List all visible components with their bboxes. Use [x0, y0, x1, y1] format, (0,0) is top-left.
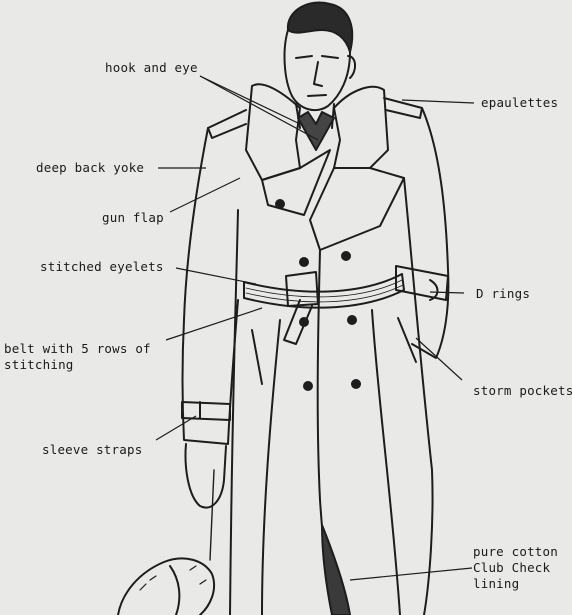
belt	[244, 274, 404, 308]
label-lining-line-3: lining	[473, 576, 558, 592]
lining-panel	[322, 525, 350, 615]
eyebrows	[296, 56, 338, 58]
label-deep-back-yoke: deep back yoke	[36, 160, 144, 176]
label-gun-flap: gun flap	[102, 210, 164, 226]
label-belt-line-1: belt with 5 rows of	[4, 341, 151, 357]
label-lining: pure cotton Club Check lining	[473, 544, 558, 592]
dog-ear	[170, 566, 179, 615]
label-stitched-eyelets: stitched eyelets	[40, 259, 164, 275]
epaulette-left	[208, 110, 246, 138]
check-shirt	[298, 112, 334, 150]
label-lining-line-1: pure cotton	[473, 544, 558, 560]
leash	[210, 470, 214, 560]
gun-flap	[262, 150, 330, 215]
label-sleeve-straps: sleeve straps	[42, 442, 142, 458]
collar-right	[334, 87, 388, 168]
sleeve-strap-left	[182, 402, 230, 420]
storm-pocket-left	[252, 330, 262, 384]
label-hook-and-eye: hook and eye	[105, 60, 198, 76]
label-d-rings: D rings	[476, 286, 530, 302]
lapel-right	[310, 168, 404, 250]
label-belt-stitching: belt with 5 rows of stitching	[4, 341, 151, 373]
label-storm-pockets: storm pockets	[473, 383, 572, 399]
storm-pocket-right	[398, 318, 416, 362]
dog-head	[118, 558, 214, 615]
label-belt-line-2: stitching	[4, 357, 151, 373]
hair	[288, 2, 352, 52]
nose-mouth	[308, 62, 326, 96]
label-lining-line-2: Club Check	[473, 560, 558, 576]
sleeve-left	[183, 128, 239, 444]
label-epaulettes: epaulettes	[481, 95, 558, 111]
collar-left	[246, 84, 300, 180]
hand-left	[186, 444, 226, 508]
